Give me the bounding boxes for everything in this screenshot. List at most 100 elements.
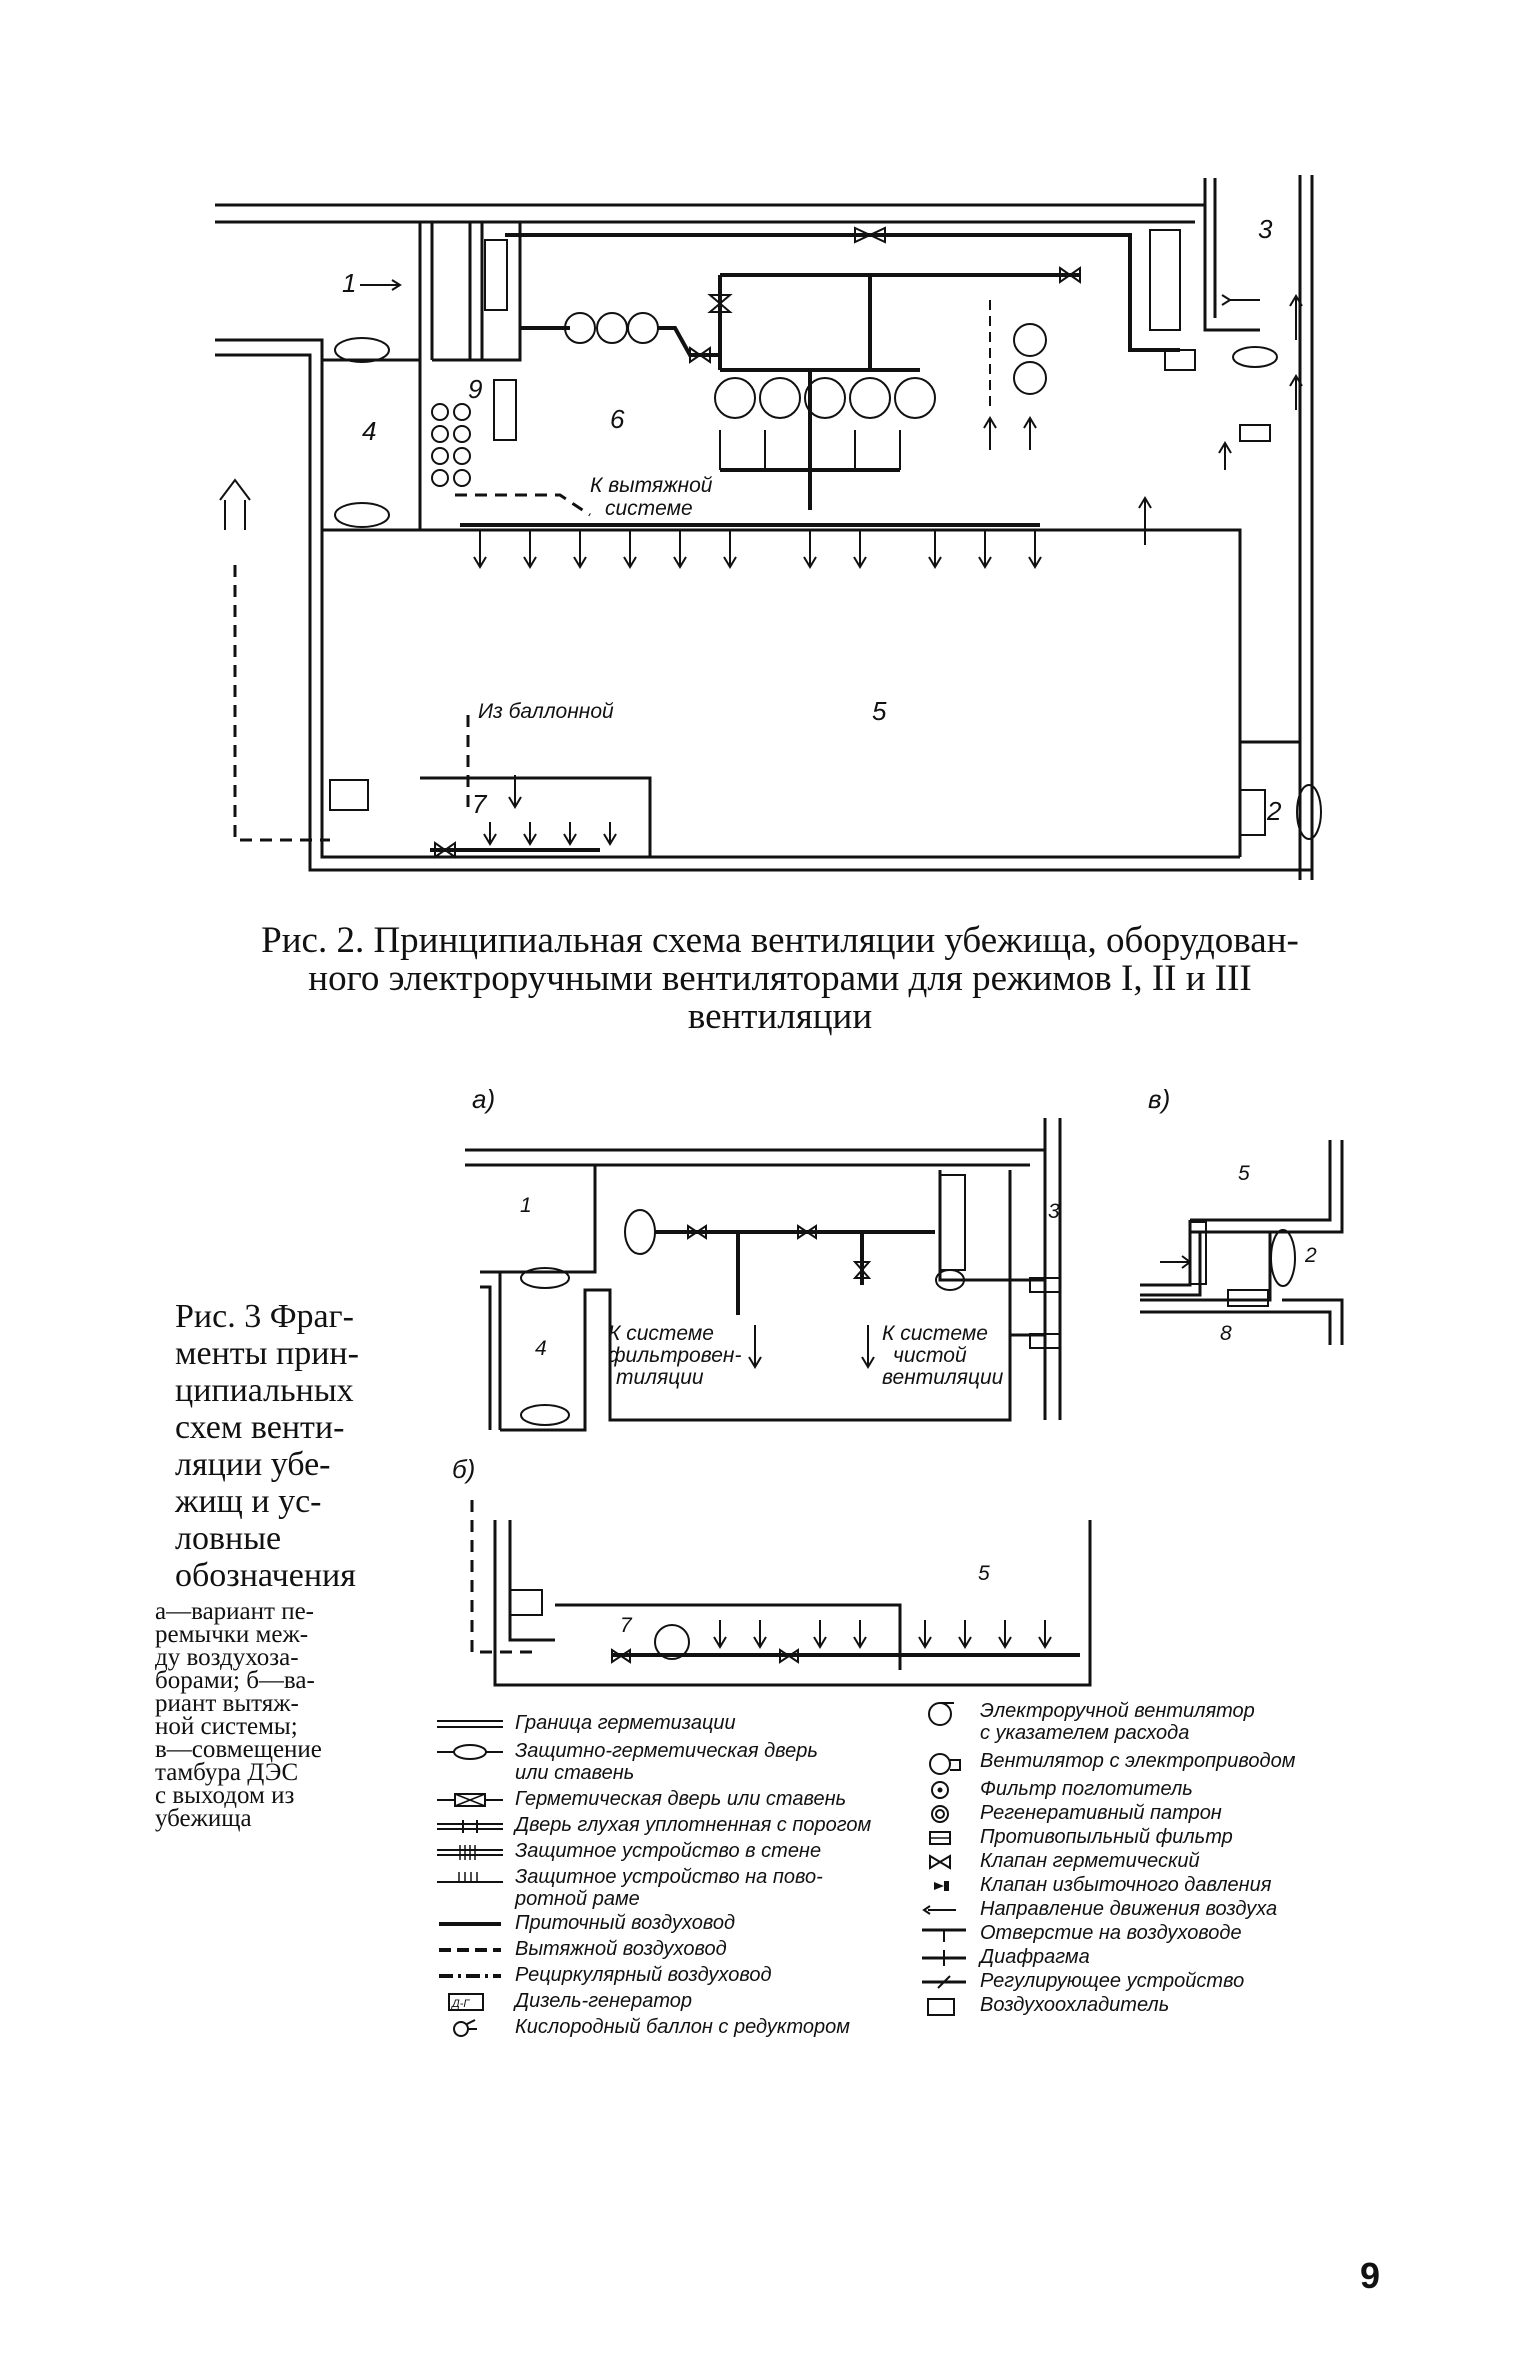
legend-item-exhaust-duct: Вытяжной воздуховод bbox=[435, 1938, 727, 1961]
legend-item-recirculation-duct: Рециркулярный воздуховод bbox=[435, 1964, 772, 1987]
fig2-label-9: 9 bbox=[468, 374, 482, 404]
legend-item-duct-opening: Отверстие на воздуховоде bbox=[920, 1922, 1242, 1945]
manual-fan-icon bbox=[920, 1701, 970, 1726]
fig3-caption-line: ципиальных bbox=[175, 1372, 354, 1409]
fig3a-clean-2: чистой bbox=[893, 1344, 967, 1367]
legend-item-sealing-boundary: Граница герметизации bbox=[435, 1712, 736, 1735]
legend-item-hermetic-valve: Клапан герметический bbox=[920, 1850, 1200, 1873]
fig2-label-6: 6 bbox=[610, 404, 625, 434]
regenerative-cartridge-icon bbox=[920, 1804, 970, 1824]
legend-item-overpressure-valve: Клапан избыточного давления bbox=[920, 1874, 1271, 1897]
fig2-label-exhaust-2: системе bbox=[605, 497, 693, 520]
fig2-caption-line-1: Рис. 2. Принципиальная схема вентиляции … bbox=[261, 920, 1299, 961]
legend-item-regenerative-cartridge: Регенеративный патрон bbox=[920, 1802, 1222, 1825]
oxygen-cylinder-icon bbox=[435, 2018, 505, 2038]
diaphragm-icon bbox=[920, 1948, 970, 1968]
legend-item-oxygen-cylinder: Кислородный баллон с редуктором bbox=[435, 2016, 850, 2039]
fig3-note: а—вариант пе- ремычки меж- ду воздухоза-… bbox=[155, 1598, 387, 1832]
legend-item-pivot-protective-device-cont: ротной раме bbox=[515, 1888, 640, 1910]
recirculation-duct-icon bbox=[435, 1966, 505, 1986]
duct-opening-icon bbox=[920, 1924, 970, 1944]
legend-item-protective-door-cont: или ставень bbox=[515, 1762, 635, 1784]
legend-left: Граница герметизации Защитно-герметическ… bbox=[435, 1712, 915, 2082]
fig3-note-line: тамбура ДЭС bbox=[155, 1759, 299, 1786]
fig3a-filter-1: К системе bbox=[608, 1322, 714, 1345]
protective-door-icon bbox=[435, 1742, 505, 1762]
hermetic-valve-icon bbox=[920, 1852, 970, 1872]
legend-item-pivot-protective-device: Защитное устройство на пово- bbox=[435, 1866, 823, 1889]
fig3a-filter-2: фильтровен- bbox=[608, 1344, 741, 1367]
fig2-label-3: 3 bbox=[1258, 214, 1273, 244]
electric-fan-icon bbox=[920, 1752, 970, 1775]
fig2-label-exhaust: К вытяжной bbox=[590, 474, 713, 497]
fig2-label-1: 1 bbox=[342, 268, 356, 298]
fig3-note-line: с выходом из bbox=[155, 1782, 295, 1809]
fig3v-label-8: 8 bbox=[1220, 1322, 1232, 1345]
legend-item-wall-protective-device: Защитное устройство в стене bbox=[435, 1840, 821, 1863]
fig3-caption-line: Рис. 3 Фраг- bbox=[175, 1298, 354, 1335]
fig3b-label-7: 7 bbox=[620, 1614, 633, 1637]
fig3-note-line: ремычки меж- bbox=[155, 1621, 309, 1648]
exhaust-duct-icon bbox=[435, 1940, 505, 1960]
fig3a-filter-3: тиляции bbox=[616, 1366, 704, 1389]
fig3b-label-5: 5 bbox=[978, 1562, 990, 1585]
fig3-caption-line: ляции убе- bbox=[175, 1446, 331, 1483]
legend-item-regulating-device: Регулирующее устройство bbox=[920, 1970, 1244, 1993]
fig2-label-7: 7 bbox=[472, 789, 488, 819]
fig3-caption-line: схем венти- bbox=[175, 1409, 345, 1446]
legend-item-blind-door: Дверь глухая уплотненная с порогом bbox=[435, 1814, 871, 1837]
legend-item-airflow-direction: Направление движения воздуха bbox=[920, 1898, 1277, 1921]
fig2-caption-line-3: вентиляции bbox=[687, 996, 873, 1037]
fig3-caption: Рис. 3 Фраг- менты прин- ципиальных схем… bbox=[175, 1298, 380, 1594]
fig2-label-cylinders: Из баллонной bbox=[478, 700, 614, 723]
legend-item-dust-filter: Противопыльный фильтр bbox=[920, 1826, 1233, 1849]
fig2-caption: Рис. 2. Принципиальная схема вентиляции … bbox=[190, 922, 1370, 1036]
fig3-caption-line: ловные bbox=[175, 1520, 282, 1557]
wall-protective-device-icon bbox=[435, 1842, 505, 1862]
legend-item-diaphragm: Диафрагма bbox=[920, 1946, 1090, 1969]
fig3-note-line: борами; б—ва- bbox=[155, 1667, 315, 1694]
legend-item-protective-door: Защитно-герметическая дверь bbox=[435, 1740, 818, 1763]
fig3-part-b: б) bbox=[452, 1454, 475, 1484]
fig3-note-line: в—совмещение bbox=[155, 1736, 322, 1763]
fig3-caption-line: жищ и ус- bbox=[175, 1483, 322, 1520]
svg-text:Д-Г: Д-Г bbox=[450, 1998, 470, 2010]
fig3a-clean-3: вентиляции bbox=[882, 1366, 1004, 1389]
fig3-note-line: риант вытяж- bbox=[155, 1690, 299, 1717]
fig3a-label-4: 4 bbox=[535, 1337, 547, 1360]
legend-item-electric-fan: Вентилятор с электроприводом bbox=[920, 1750, 1295, 1775]
regulating-device-icon bbox=[920, 1972, 970, 1992]
fig3-caption-line: менты прин- bbox=[175, 1335, 359, 1372]
fig2-label-4: 4 bbox=[362, 416, 376, 446]
blind-door-icon bbox=[435, 1816, 505, 1836]
fig3-note-line: убежища bbox=[155, 1805, 252, 1832]
fig3v-label-2: 2 bbox=[1304, 1244, 1317, 1267]
airflow-direction-icon bbox=[920, 1900, 970, 1920]
hermetic-door-icon bbox=[435, 1790, 505, 1810]
legend-item-diesel-generator: Д-Г Дизель-генератор bbox=[435, 1990, 692, 2013]
fig3a-label-1: 1 bbox=[520, 1194, 532, 1217]
fig3a-clean-1: К системе bbox=[882, 1322, 988, 1345]
legend-item-absorber-filter: Фильтр поглотитель bbox=[920, 1778, 1193, 1801]
fig3-part-v: в) bbox=[1148, 1084, 1170, 1114]
fig3-note-line: ной системы; bbox=[155, 1713, 298, 1740]
supply-duct-icon bbox=[435, 1914, 505, 1934]
fig2-caption-line-2: ного электроручными вентиляторами для ре… bbox=[308, 958, 1252, 999]
legend-item-manual-fan: Электроручной вентилятор bbox=[920, 1700, 1255, 1726]
fig3-note-line: ду воздухоза- bbox=[155, 1644, 299, 1671]
fig2-label-5: 5 bbox=[872, 696, 887, 726]
legend-item-hermetic-door: Герметическая дверь или ставень bbox=[435, 1788, 846, 1811]
dust-filter-icon bbox=[920, 1828, 970, 1848]
page-number: 9 bbox=[1360, 2255, 1381, 2296]
legend-item-supply-duct: Приточный воздуховод bbox=[435, 1912, 735, 1935]
sealing-boundary-icon bbox=[435, 1714, 505, 1734]
legend-item-air-cooler: Воздухоохладитель bbox=[920, 1994, 1169, 2017]
fig2-label-2: 2 bbox=[1266, 796, 1282, 826]
absorber-filter-icon bbox=[920, 1780, 970, 1800]
air-cooler-icon bbox=[920, 1996, 970, 2016]
fig3-note-line: а—вариант пе- bbox=[155, 1598, 314, 1625]
fig3-part-a: а) bbox=[472, 1084, 495, 1114]
fig3-caption-line: обозначения bbox=[175, 1557, 356, 1594]
